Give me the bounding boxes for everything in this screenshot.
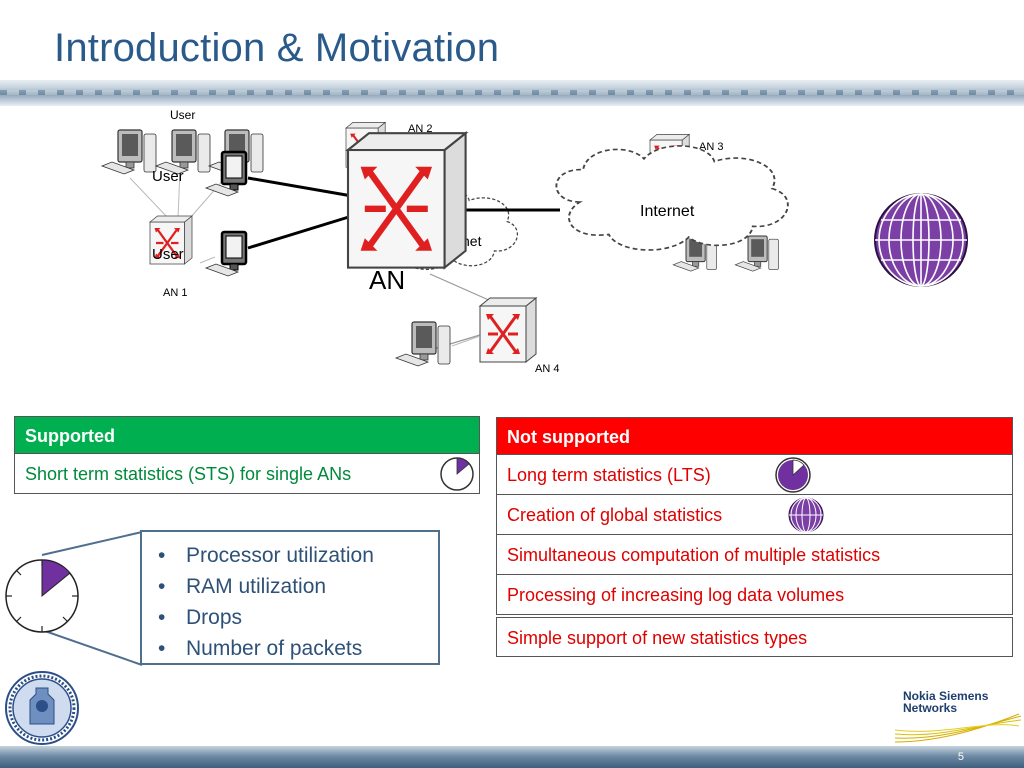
globe-icon: [874, 193, 968, 287]
computer-icon-bold: [204, 230, 248, 278]
metric-item: Number of packets: [158, 633, 438, 664]
footer-band: [0, 746, 1024, 768]
supported-row-label: Short term statistics (STS) for single A…: [25, 464, 352, 484]
globe-small-icon: [788, 497, 824, 533]
user-label-mid: User: [152, 168, 184, 185]
network-diagram: net User User User AN 1 AN 2 AN AN 3 Int…: [101, 108, 968, 375]
computer-icon: [101, 129, 157, 175]
cloud-label-partial: net: [462, 233, 482, 249]
not-supported-row: Long term statistics (LTS): [496, 455, 1013, 495]
an1-label: AN 1: [163, 287, 187, 299]
not-supported-table: Not supported Long term statistics (LTS)…: [496, 417, 1013, 657]
router-icon-an: [348, 133, 466, 267]
clock-large-icon: [5, 559, 79, 633]
computer-icon: [395, 321, 451, 367]
supported-header: Supported: [14, 416, 480, 454]
internet-cloud: [555, 144, 789, 251]
not-supported-row-label: Processing of increasing log data volume…: [507, 585, 845, 605]
user-label-low: User: [152, 246, 184, 263]
slide-title: Introduction & Motivation: [54, 26, 500, 70]
not-supported-row: Creation of global statistics: [496, 495, 1013, 535]
not-supported-row-label: Simultaneous computation of multiple sta…: [507, 545, 881, 565]
not-supported-row: Processing of increasing log data volume…: [496, 575, 1013, 615]
user-label-top: User: [170, 108, 195, 122]
supported-row: Short term statistics (STS) for single A…: [14, 454, 480, 494]
computer-icon-bold: [204, 150, 248, 198]
metric-item: Processor utilization: [158, 540, 438, 571]
clock-small-icon: [440, 457, 474, 491]
not-supported-header: Not supported: [496, 417, 1013, 455]
main-links: [247, 176, 560, 250]
computer-icon: [734, 235, 779, 272]
an4-label: AN 4: [535, 363, 559, 375]
nsn-logo: Nokia Siemens Networks: [903, 690, 988, 714]
not-supported-row-label: Long term statistics (LTS): [507, 465, 711, 485]
not-supported-row-label: Creation of global statistics: [507, 505, 723, 525]
supported-table: Supported Short term statistics (STS) fo…: [14, 416, 480, 494]
nsn-logo-line2: Networks: [903, 701, 958, 715]
header-band: [0, 80, 1024, 106]
internet-label: Internet: [640, 203, 695, 220]
not-supported-row: Simultaneous computation of multiple sta…: [496, 535, 1013, 575]
metric-item: Drops: [158, 602, 438, 633]
router-icon-an4: [478, 296, 538, 364]
nsn-logo-icon: [894, 713, 1022, 743]
metric-item: RAM utilization: [158, 571, 438, 602]
callout-connector: [41, 531, 143, 666]
an-label: AN: [369, 265, 405, 295]
university-seal-icon: [5, 671, 79, 745]
clock-full-icon: [775, 457, 811, 493]
metrics-list: Processor utilization RAM utilization Dr…: [142, 540, 438, 664]
not-supported-row: Simple support of new statistics types: [496, 617, 1013, 657]
page-number: 5: [957, 751, 964, 763]
an2-label: AN 2: [408, 123, 432, 135]
callout-box: Processor utilization RAM utilization Dr…: [140, 530, 440, 665]
nsn-logo-line1: Nokia Siemens: [903, 689, 989, 703]
not-supported-row-label: Simple support of new statistics types: [507, 628, 808, 648]
an3-label: AN 3: [699, 141, 723, 153]
